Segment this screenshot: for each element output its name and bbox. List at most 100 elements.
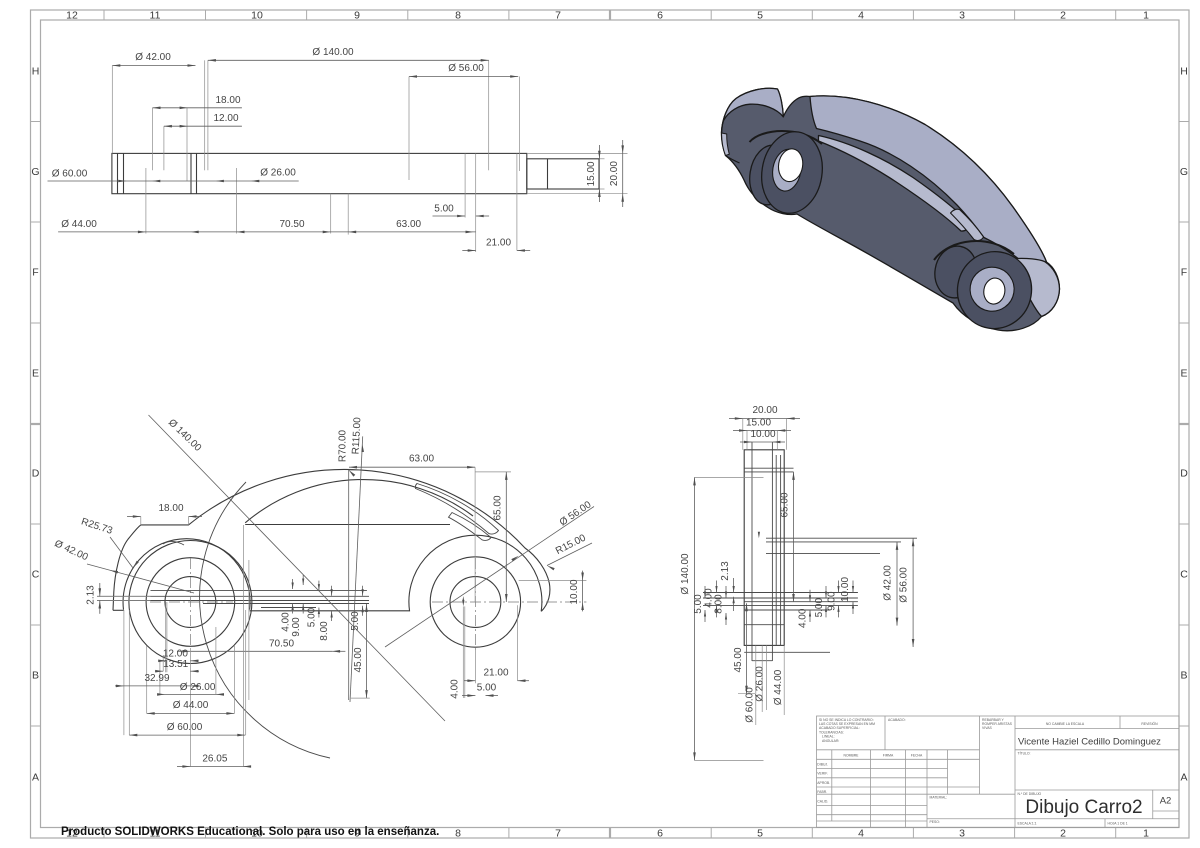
svg-text:12: 12 xyxy=(66,827,78,839)
svg-text:2: 2 xyxy=(1060,9,1066,21)
svg-text:ACABADO SUPERFICIAL:: ACABADO SUPERFICIAL: xyxy=(819,726,860,730)
svg-text:45.00: 45.00 xyxy=(353,647,364,672)
svg-text:E: E xyxy=(1180,368,1187,380)
svg-text:3: 3 xyxy=(959,827,965,839)
svg-text:4.00: 4.00 xyxy=(704,588,715,608)
svg-text:8: 8 xyxy=(455,9,461,21)
svg-text:E: E xyxy=(32,368,39,380)
svg-text:4: 4 xyxy=(858,827,864,839)
svg-text:12.00: 12.00 xyxy=(163,648,188,659)
svg-text:HOJA 1 DE 1: HOJA 1 DE 1 xyxy=(1108,822,1128,826)
svg-text:G: G xyxy=(1180,166,1188,178)
svg-text:20.00: 20.00 xyxy=(752,405,777,416)
svg-text:13.51: 13.51 xyxy=(163,659,188,670)
svg-text:H: H xyxy=(1180,65,1188,77)
svg-text:9.00: 9.00 xyxy=(291,617,302,637)
svg-text:Ø 140.00: Ø 140.00 xyxy=(312,47,354,58)
svg-text:18.00: 18.00 xyxy=(158,503,183,514)
svg-text:MATERIAL:: MATERIAL: xyxy=(930,795,948,799)
svg-text:9: 9 xyxy=(354,827,360,839)
svg-text:Ø 44.00: Ø 44.00 xyxy=(773,669,784,705)
svg-text:Ø 26.00: Ø 26.00 xyxy=(754,666,765,702)
svg-text:FIRMA: FIRMA xyxy=(883,754,894,758)
svg-text:45.00: 45.00 xyxy=(733,647,744,672)
svg-text:21.00: 21.00 xyxy=(486,237,511,248)
svg-text:2.13: 2.13 xyxy=(720,561,731,581)
svg-text:20.00: 20.00 xyxy=(609,161,620,186)
svg-text:Producto SOLIDWORKS Educationa: Producto SOLIDWORKS Educational. Solo pa… xyxy=(61,826,439,838)
svg-text:65.00: 65.00 xyxy=(780,492,791,517)
svg-text:FABR.: FABR. xyxy=(817,790,827,794)
svg-text:Ø 26.00: Ø 26.00 xyxy=(260,168,296,179)
svg-text:5.00: 5.00 xyxy=(307,607,318,627)
svg-text:21.00: 21.00 xyxy=(483,668,508,679)
svg-text:4: 4 xyxy=(858,9,864,21)
svg-text:G: G xyxy=(31,166,39,178)
svg-text:3: 3 xyxy=(959,9,965,21)
svg-text:TÍTULO:: TÍTULO: xyxy=(1018,752,1031,756)
svg-text:Ø 60.00: Ø 60.00 xyxy=(744,687,755,723)
svg-text:18.00: 18.00 xyxy=(215,95,240,106)
svg-text:15.00: 15.00 xyxy=(586,161,597,186)
svg-text:ROMPER ARISTAS: ROMPER ARISTAS xyxy=(982,722,1013,726)
svg-text:NOMBRE: NOMBRE xyxy=(844,754,860,758)
svg-text:12.00: 12.00 xyxy=(213,113,238,124)
svg-text:ANGULAR:: ANGULAR: xyxy=(822,739,839,743)
svg-text:ACABADO:: ACABADO: xyxy=(888,718,906,722)
svg-text:N.º DE DIBUJO: N.º DE DIBUJO xyxy=(1018,792,1042,796)
svg-text:LINEAL:: LINEAL: xyxy=(822,735,835,739)
svg-text:DIBUJ.: DIBUJ. xyxy=(817,763,828,767)
svg-text:26.05: 26.05 xyxy=(202,753,227,764)
svg-text:B: B xyxy=(32,670,39,682)
svg-text:Vicente Haziel Cedillo Domingu: Vicente Haziel Cedillo Dominguez xyxy=(1018,737,1161,748)
svg-text:TOLERANCIAS:: TOLERANCIAS: xyxy=(819,730,844,734)
svg-text:Ø 44.00: Ø 44.00 xyxy=(173,700,209,711)
svg-text:B: B xyxy=(1180,670,1187,682)
svg-text:32.99: 32.99 xyxy=(144,673,169,684)
svg-text:5.00: 5.00 xyxy=(814,598,825,618)
svg-text:Ø 60.00: Ø 60.00 xyxy=(52,168,88,179)
svg-text:C: C xyxy=(32,569,40,581)
svg-text:4.00: 4.00 xyxy=(450,679,461,699)
svg-text:Ø 56.00: Ø 56.00 xyxy=(448,63,484,74)
svg-text:CALID.: CALID. xyxy=(817,799,828,803)
svg-text:Ø 26.00: Ø 26.00 xyxy=(180,682,216,693)
svg-text:C: C xyxy=(1180,569,1188,581)
svg-text:R70.00: R70.00 xyxy=(337,429,348,462)
svg-text:8: 8 xyxy=(455,827,461,839)
svg-text:1: 1 xyxy=(1143,827,1149,839)
svg-text:4.00: 4.00 xyxy=(797,608,808,628)
svg-text:Dibujo Carro2: Dibujo Carro2 xyxy=(1025,797,1142,818)
svg-text:A: A xyxy=(32,771,39,783)
svg-text:5: 5 xyxy=(757,9,763,21)
svg-text:5.00: 5.00 xyxy=(477,683,497,694)
svg-text:Ø 140.00: Ø 140.00 xyxy=(680,553,691,595)
svg-text:VIVAS: VIVAS xyxy=(982,726,992,730)
svg-text:REBARBAR Y: REBARBAR Y xyxy=(982,718,1005,722)
svg-text:D: D xyxy=(32,468,40,480)
svg-text:10: 10 xyxy=(251,827,263,839)
svg-text:Ø 42.00: Ø 42.00 xyxy=(883,565,894,601)
svg-text:5.00: 5.00 xyxy=(350,611,361,631)
svg-text:A2: A2 xyxy=(1160,796,1172,807)
svg-text:63.00: 63.00 xyxy=(409,454,434,465)
svg-text:Ø 60.00: Ø 60.00 xyxy=(167,722,203,733)
svg-text:15.00: 15.00 xyxy=(746,417,771,428)
svg-text:10.00: 10.00 xyxy=(569,579,580,604)
svg-text:4.00: 4.00 xyxy=(280,612,291,632)
svg-text:SI NO SE INDICA LO CONTRARIO:: SI NO SE INDICA LO CONTRARIO: xyxy=(819,718,874,722)
svg-text:1: 1 xyxy=(1143,9,1149,21)
svg-text:LAS COTAS SE EXPRESAN EN MM: LAS COTAS SE EXPRESAN EN MM xyxy=(819,722,875,726)
svg-text:11: 11 xyxy=(150,9,161,21)
svg-text:R115.00: R115.00 xyxy=(351,417,364,455)
svg-text:A: A xyxy=(1180,771,1187,783)
svg-text:7: 7 xyxy=(555,9,561,21)
svg-text:10: 10 xyxy=(251,9,263,21)
svg-text:12: 12 xyxy=(66,9,78,21)
svg-text:65.00: 65.00 xyxy=(493,495,504,520)
svg-text:Ø 56.00: Ø 56.00 xyxy=(899,567,910,603)
svg-text:D: D xyxy=(1180,468,1188,480)
svg-text:11: 11 xyxy=(150,827,161,839)
svg-text:63.00: 63.00 xyxy=(396,219,421,230)
svg-text:9.00: 9.00 xyxy=(826,591,837,611)
